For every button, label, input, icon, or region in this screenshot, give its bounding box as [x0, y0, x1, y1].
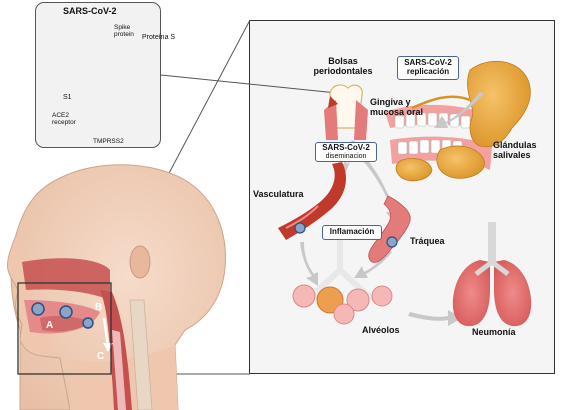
- blood-vessel: [278, 162, 346, 240]
- ace2-label: ACE2 receptor: [52, 112, 76, 127]
- alveolos-label: Alvéolos: [362, 325, 400, 335]
- salivary-glands: [395, 61, 531, 182]
- region-c-label: C: [97, 351, 105, 362]
- bronchi-alveoli: [292, 237, 393, 325]
- bolsas-label: Bolsas periodontales: [313, 56, 373, 77]
- traquea-label: Tráquea: [410, 236, 445, 246]
- neumonia-label: Neumonía: [472, 327, 516, 337]
- gingiva-label: Gingiva y mucosa oral: [370, 97, 424, 118]
- spike-protein-label: Spike protein: [114, 24, 134, 39]
- virus-title: SARS-CoV-2: [63, 6, 117, 16]
- trachea: [368, 195, 411, 263]
- virus-inset: [35, 2, 161, 148]
- s1-label: S1: [63, 94, 72, 101]
- replicacion-box: SARS-CoV-2 replicación: [397, 56, 459, 80]
- lungs: [452, 222, 532, 327]
- glandulas-label: Glándulas salivales: [493, 140, 537, 161]
- mouth-viruses: [31, 302, 94, 329]
- diseminacion-box: SARS-CoV-2 diseminacion: [315, 142, 377, 163]
- diseminacion-sub: diseminacion: [325, 152, 367, 160]
- diseminacion-title: SARS-CoV-2: [322, 143, 370, 152]
- tmprss2-label: TMPRSS2: [93, 138, 124, 145]
- vasculatura-label: Vasculatura: [253, 189, 304, 199]
- head-silhouette: [7, 164, 226, 410]
- region-b-label: B: [95, 302, 103, 313]
- protein-s-label: Proteína S: [142, 34, 176, 41]
- tooth-periodontal: [324, 84, 368, 140]
- region-a-label: A: [46, 320, 54, 331]
- inflamacion-box: Inflamación: [322, 225, 382, 240]
